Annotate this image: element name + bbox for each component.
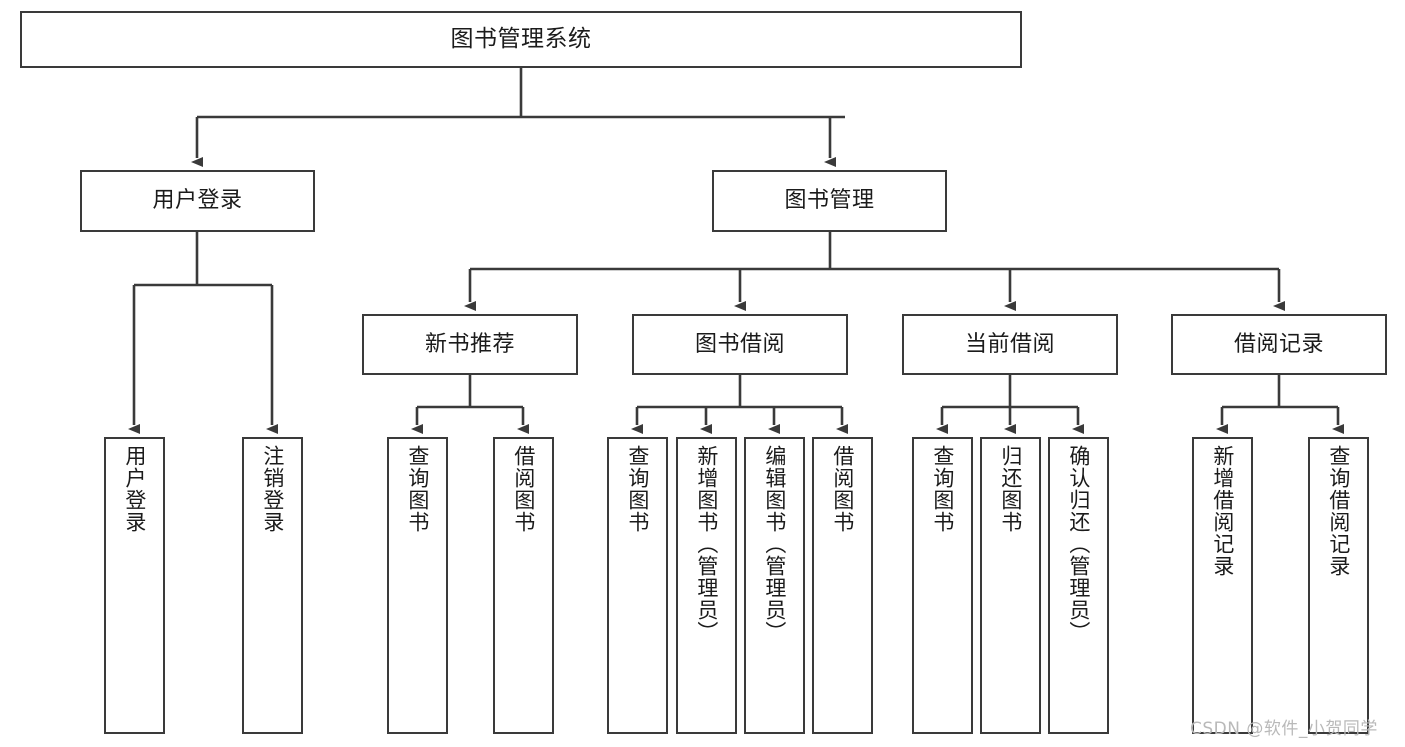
node-label: 归还图书: [998, 445, 1023, 533]
node-label: 新书推荐: [424, 331, 515, 357]
node-label: 查询图书: [930, 445, 955, 533]
node-root-system[interactable]: 图书管理系统: [20, 11, 1022, 68]
node-label: 借阅图书: [830, 445, 855, 533]
leaf-add-book-admin[interactable]: 新增图书（管理员）: [676, 437, 737, 734]
node-label: 查询图书: [625, 445, 650, 533]
node-label: 查询借阅记录: [1326, 445, 1351, 577]
node-book-manage[interactable]: 图书管理: [712, 170, 947, 232]
leaf-query-book-current[interactable]: 查询图书: [912, 437, 973, 734]
node-label: 当前借阅: [964, 331, 1055, 357]
node-label: 图书管理系统: [450, 25, 592, 52]
node-label: 图书管理: [784, 188, 875, 214]
node-label: 注销登录: [260, 445, 285, 533]
node-label: 用户登录: [122, 445, 147, 533]
node-label: 新增图书（管理员）: [694, 445, 719, 643]
node-user-login[interactable]: 用户登录: [80, 170, 315, 232]
node-label: 借阅图书: [511, 445, 536, 533]
leaf-return-book[interactable]: 归还图书: [980, 437, 1041, 734]
node-new-book-recommend[interactable]: 新书推荐: [362, 314, 578, 375]
leaf-borrow-book-recommend[interactable]: 借阅图书: [493, 437, 554, 734]
node-label: 图书借阅: [694, 331, 785, 357]
leaf-confirm-return-admin[interactable]: 确认归还（管理员）: [1048, 437, 1109, 734]
leaf-logout-login[interactable]: 注销登录: [242, 437, 303, 734]
node-label: 查询图书: [405, 445, 430, 533]
leaf-query-book[interactable]: 查询图书: [607, 437, 668, 734]
node-label: 新增借阅记录: [1210, 445, 1235, 577]
leaf-borrow-book[interactable]: 借阅图书: [812, 437, 873, 734]
leaf-user-login[interactable]: 用户登录: [104, 437, 165, 734]
node-book-borrow[interactable]: 图书借阅: [632, 314, 848, 375]
node-label: 借阅记录: [1233, 331, 1324, 357]
node-label: 编辑图书（管理员）: [762, 445, 787, 643]
node-label: 确认归还（管理员）: [1066, 445, 1091, 643]
node-current-borrow[interactable]: 当前借阅: [902, 314, 1118, 375]
node-label: 用户登录: [152, 188, 243, 214]
leaf-query-book-recommend[interactable]: 查询图书: [387, 437, 448, 734]
node-borrow-record[interactable]: 借阅记录: [1171, 314, 1387, 375]
leaf-edit-book-admin[interactable]: 编辑图书（管理员）: [744, 437, 805, 734]
leaf-add-borrow-record[interactable]: 新增借阅记录: [1192, 437, 1253, 734]
watermark-text: CSDN @软件_小贺同学: [1190, 719, 1378, 739]
leaf-query-borrow-record[interactable]: 查询借阅记录: [1308, 437, 1369, 734]
